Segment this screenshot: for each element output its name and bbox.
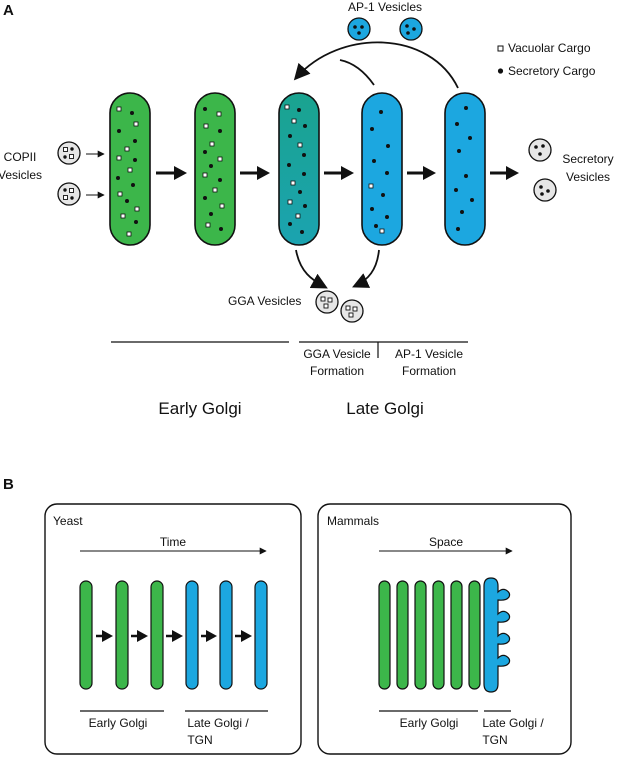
legend: Vacuolar Cargo Secretory Cargo — [497, 41, 596, 78]
yeast-early-label: Early Golgi — [89, 716, 148, 730]
ap1-formation-line2: Formation — [402, 364, 456, 378]
mammals-cisternae — [378, 580, 481, 690]
gga-arrow — [352, 249, 380, 288]
gga-vesicle — [340, 299, 364, 323]
yeast-title: Yeast — [53, 514, 83, 528]
panel-b-letter: B — [3, 476, 14, 493]
copii-vesicle — [57, 182, 81, 206]
cisterna-4 — [361, 92, 403, 246]
secretory-label-line1: Secretory — [562, 152, 613, 166]
yeast-late-label-line1: Late Golgi / — [187, 716, 249, 730]
mammals-late-label-line1: Late Golgi / — [482, 716, 544, 730]
maturation-arrows — [156, 166, 519, 180]
vacuolar-cargo-swatch — [497, 45, 504, 52]
yeast-box — [44, 503, 302, 755]
ap1-formation-line1: AP-1 Vesicle — [395, 347, 463, 361]
gga-formation-line2: Formation — [310, 364, 364, 378]
gga-arrow — [295, 249, 328, 289]
yeast-time-label: Time — [160, 535, 187, 549]
mammals-late-label-line2: TGN — [482, 733, 507, 747]
mammals-title: Mammals — [327, 514, 379, 528]
secretory-cargo-swatch — [497, 68, 504, 74]
legend-secretory-cargo: Secretory Cargo — [508, 64, 596, 78]
secretory-label-line2: Vesicles — [566, 170, 610, 184]
retrograde-arrow-branch — [339, 59, 375, 86]
copii-vesicle — [57, 141, 81, 165]
yeast-cisternae — [79, 580, 268, 690]
panel-a-letter: A — [3, 2, 14, 19]
cisterna-2 — [194, 92, 236, 246]
ap1-vesicle — [399, 17, 423, 41]
secretory-vesicle — [528, 138, 552, 162]
yeast-late-label-line2: TGN — [187, 733, 212, 747]
cisterna-1 — [109, 92, 151, 246]
gga-vesicle — [315, 290, 339, 314]
yeast-maturation-arrows — [96, 630, 252, 642]
ap1-vesicles-label: AP-1 Vesicles — [348, 0, 422, 14]
gga-formation-line1: GGA Vesicle — [303, 347, 371, 361]
cisterna-3 — [278, 92, 320, 246]
secretory-vesicle — [533, 178, 557, 202]
ap1-vesicle — [347, 17, 371, 41]
copii-label-line2: Vesicles — [0, 168, 42, 182]
late-golgi-label: Late Golgi — [346, 399, 424, 418]
mammals-early-label: Early Golgi — [400, 716, 459, 730]
gga-vesicles-label: GGA Vesicles — [228, 294, 301, 308]
retrograde-arrow — [293, 41, 459, 89]
mammals-tgn — [483, 577, 511, 693]
legend-vacuolar-cargo: Vacuolar Cargo — [508, 41, 591, 55]
cisterna-5 — [444, 92, 486, 246]
copii-label-line1: COPII — [4, 150, 37, 164]
mammals-space-label: Space — [429, 535, 463, 549]
early-golgi-label: Early Golgi — [158, 399, 241, 418]
